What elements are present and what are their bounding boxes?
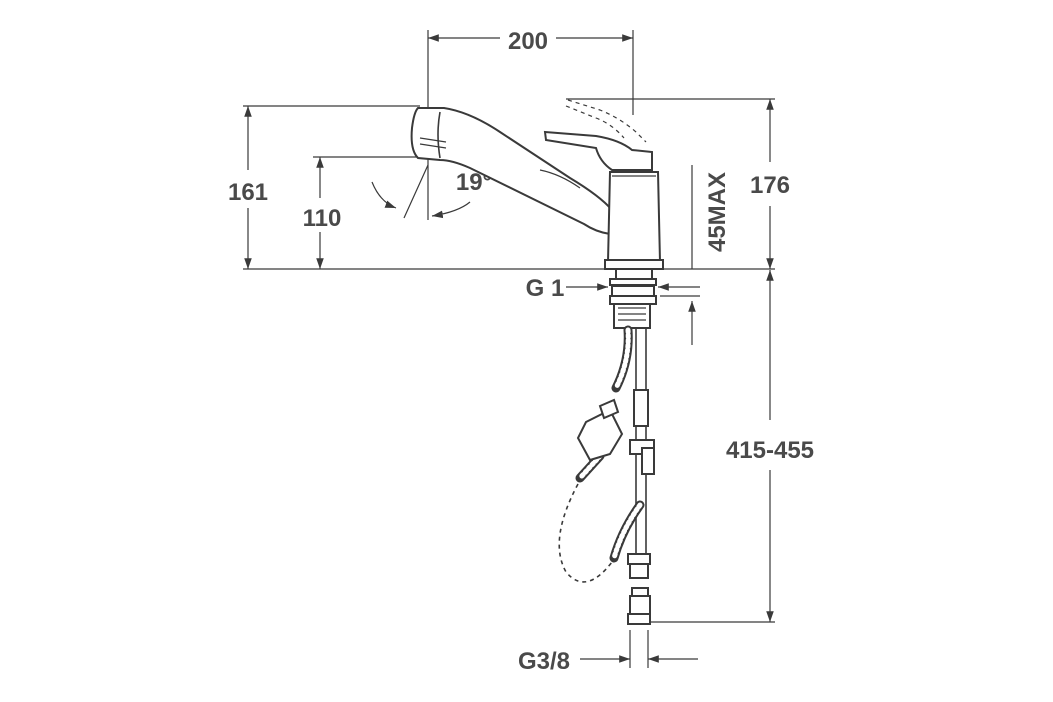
dimension-161-label: 161 <box>228 179 268 206</box>
length-415-455-label: 415-455 <box>726 437 814 464</box>
mounting-fittings <box>609 268 657 329</box>
dimension-g1: G 1 <box>526 275 700 302</box>
dimension-176-label: 176 <box>750 172 790 199</box>
dimension-200: 200 <box>428 28 633 55</box>
dimension-415-455: 415-455 <box>726 270 814 622</box>
hoses <box>558 325 645 583</box>
thread-g38-label: G3/8 <box>518 648 570 675</box>
dimension-45max: 45MAX <box>660 165 731 345</box>
max-45-label: 45MAX <box>704 172 731 252</box>
dimension-200-label: 200 <box>508 28 548 55</box>
dimension-176: 176 <box>750 99 790 269</box>
reference-lines <box>243 30 775 668</box>
dimension-angle-19: 19° <box>371 164 492 219</box>
faucet-body <box>410 99 664 270</box>
dimension-110: 110 <box>303 157 342 269</box>
dimension-g38: G3/8 <box>518 648 698 675</box>
dimension-161: 161 <box>228 106 268 269</box>
dimension-110-label: 110 <box>303 205 342 232</box>
hose-counterweight <box>576 398 624 462</box>
thread-g1-label: G 1 <box>526 275 565 302</box>
supply-tube <box>627 328 655 625</box>
